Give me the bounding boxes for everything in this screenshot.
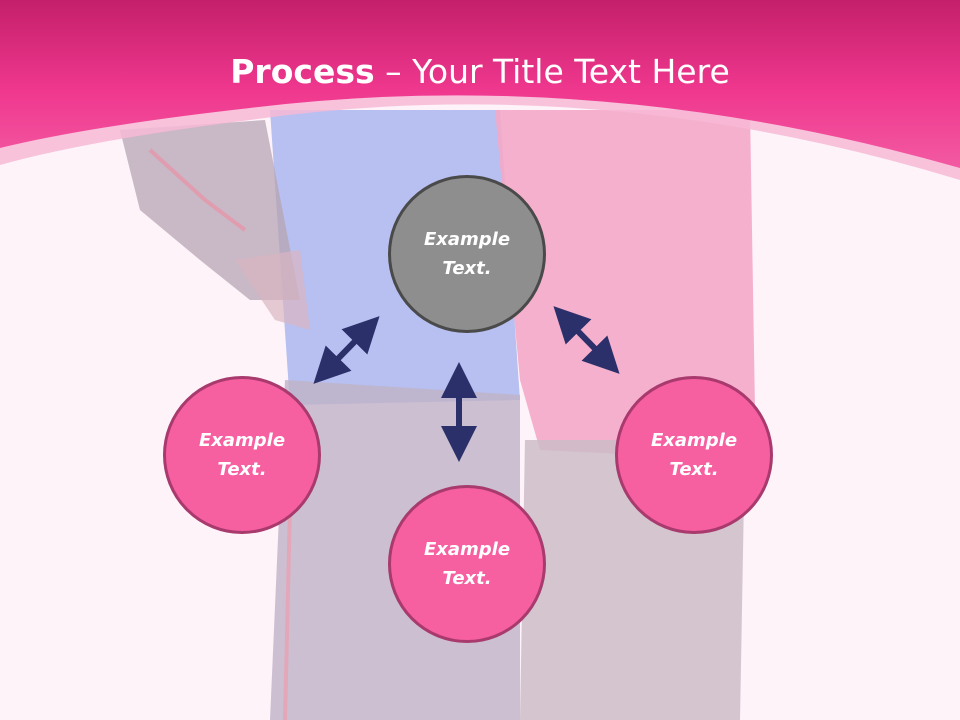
process-node-bottom[interactable]: Example Text. [388, 485, 546, 643]
title-rest: – Your Title Text Here [385, 52, 730, 91]
double-arrow-icon [313, 316, 380, 384]
process-node-right[interactable]: Example Text. [615, 376, 773, 534]
node-label: Example Text. [423, 539, 511, 589]
process-node-left[interactable]: Example Text. [163, 376, 321, 534]
double-arrow-icon [553, 306, 620, 374]
node-label: Example Text. [198, 430, 286, 480]
header-band [0, 0, 960, 180]
title-bold: Process [230, 52, 375, 91]
process-node-top[interactable]: Example Text. [388, 175, 546, 333]
node-label: Example Text. [650, 430, 738, 480]
slide-title: Process – Your Title Text Here [0, 52, 960, 91]
node-label: Example Text. [423, 229, 511, 279]
